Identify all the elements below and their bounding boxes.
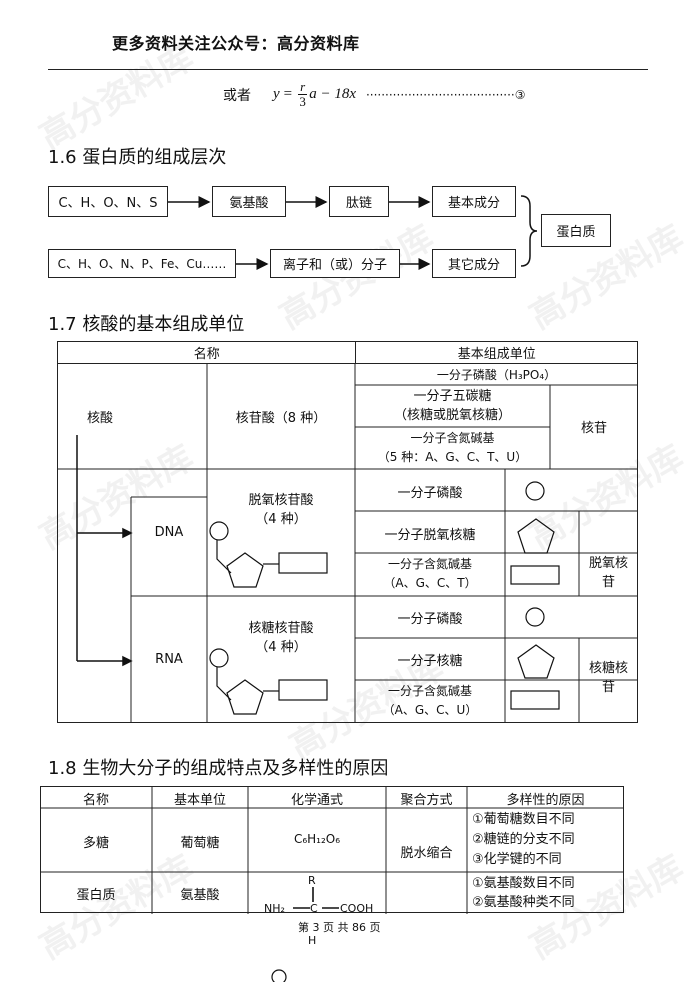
- col-header-formula: 化学通式: [290, 793, 343, 808]
- sugar-reason-1: ①葡萄糖数目不同: [472, 812, 575, 827]
- cell-rna-base-b: （A、G、C、U）: [382, 703, 478, 717]
- aa-formula-cooh: COOH: [340, 902, 374, 915]
- flow-box-ions-molecules: 离子和（或）分子: [270, 249, 400, 278]
- cell-dna-nt-b: （4 种）: [255, 512, 307, 527]
- header-name: 名称: [56, 341, 357, 364]
- nucleic-acid-table: 名称 基本组成单位: [56, 341, 638, 364]
- macromolecule-grid: [40, 786, 624, 914]
- formula-lead: 或者: [223, 87, 251, 104]
- macromolecule-table: 名称 基本单位 化学通式 聚合方式 多样性的原因 多糖 葡萄糖 C₆H₁₂O₆ …: [40, 786, 624, 915]
- cell-rna: RNA: [155, 652, 183, 667]
- col-header-name: 名称: [82, 793, 109, 808]
- cell-base-b: （5 种：A、G、C、T、U）: [377, 450, 528, 464]
- aa-formula-r: R: [308, 874, 316, 887]
- cell-glucose: 葡萄糖: [180, 836, 220, 851]
- cell-pentose-a: 一分子五碳糖: [413, 389, 492, 404]
- cell-pentose: 一分子五碳糖 （核糖或脱氧核糖）: [355, 387, 550, 425]
- formula-denominator: 3: [299, 94, 306, 109]
- cell-ribose: 一分子核糖: [397, 654, 463, 669]
- aa-formula-h: H: [308, 934, 317, 947]
- cell-deoxynucleoside-b: 苷: [601, 575, 615, 590]
- cell-rna-base: 一分子含氮碱基 （A、G、C、U）: [355, 682, 505, 720]
- flow-box-protein: 蛋白质: [541, 214, 611, 247]
- cell-deoxynucleoside-a: 脱氧核: [588, 556, 628, 571]
- section-1-7-title: 1.7 核酸的基本组成单位: [48, 314, 245, 335]
- sugar-reason-3: ③化学键的不同: [472, 852, 562, 867]
- cell-dna-base-b: （A、G、C、T）: [383, 576, 477, 590]
- cell-base: 一分子含氮碱基 （5 种：A、G、C、T、U）: [355, 429, 550, 467]
- flow-box-basic-component: 基本成分: [432, 186, 516, 217]
- cell-nucleoside: 核苷: [580, 421, 607, 436]
- cell-dna-base-a: 一分子含氮碱基: [387, 557, 472, 571]
- page-header-title: 更多资料关注公众号：高分资料库: [112, 34, 360, 53]
- nucleic-acid-body: 核酸 核苷酸（8 种） 一分子磷酸（H₃PO₄） 一分子五碳糖 （核糖或脱氧核糖…: [57, 363, 638, 723]
- cell-dna-nucleotide: 脱氧核苷酸 （4 种）: [207, 491, 355, 529]
- col-header-diversity: 多样性的原因: [506, 793, 585, 808]
- cell-polymerization: 脱水缩合: [400, 846, 453, 861]
- aa-formula-c: C: [310, 902, 318, 915]
- formula-rest: a − 18x: [309, 86, 356, 102]
- flow-box-amino-acid: 氨基酸: [212, 186, 286, 217]
- cell-dna: DNA: [154, 525, 184, 540]
- col-header-polymerization: 聚合方式: [400, 793, 453, 808]
- cell-rna-base-a: 一分子含氮碱基: [387, 684, 472, 698]
- nucleic-acid-grid: [57, 363, 638, 723]
- cell-nucleic-acid: 核酸: [87, 411, 114, 426]
- protein-reason-1: ①氨基酸数目不同: [472, 876, 575, 891]
- formula-numerator: r: [298, 79, 308, 95]
- formula-y: y: [273, 86, 280, 102]
- formula-fraction: r 3: [298, 79, 308, 109]
- cell-nucleotide: 核苷酸（8 种）: [235, 411, 327, 426]
- cell-ribonucleoside: 核糖核 苷: [579, 659, 638, 697]
- sugar-reason-2: ②糖链的分支不同: [472, 832, 575, 847]
- cell-glucose-formula: C₆H₁₂O₆: [293, 832, 341, 846]
- section-1-6-title: 1.6 蛋白质的组成层次: [48, 147, 227, 168]
- cell-base-a: 一分子含氮碱基: [410, 431, 495, 445]
- cell-rna-nt-b: （4 种）: [255, 640, 307, 655]
- page-footer: 第 3 页 共 86 页: [298, 921, 381, 934]
- formula-dots: ·······································③: [365, 87, 526, 102]
- cell-sugar-reasons: ①葡萄糖数目不同 ②糖链的分支不同 ③化学键的不同: [472, 810, 622, 870]
- cell-deoxyribose: 一分子脱氧核糖: [384, 528, 476, 543]
- cell-protein-reasons: ①氨基酸数目不同 ②氨基酸种类不同: [472, 874, 622, 912]
- protein-reason-2: ②氨基酸种类不同: [472, 895, 575, 910]
- cell-ribonucleoside-b: 苷: [601, 680, 615, 695]
- flow-box-peptide: 肽链: [329, 186, 389, 217]
- flow-box-elements-2: C、H、O、N、P、Fe、Cu……: [48, 249, 236, 278]
- header-divider: [48, 69, 648, 70]
- page-marker-circle: [271, 969, 287, 982]
- flow-box-elements-1: C、H、O、N、S: [48, 186, 168, 217]
- col-header-unit: 基本单位: [173, 793, 226, 808]
- cell-phosphate-h3po4: 一分子磷酸（H₃PO₄）: [436, 368, 557, 382]
- cell-amino-acid: 氨基酸: [180, 888, 220, 903]
- formula-eq: =: [283, 86, 293, 102]
- section-1-8-title: 1.8 生物大分子的组成特点及多样性的原因: [48, 758, 389, 779]
- cell-dna-phosphate: 一分子磷酸: [397, 486, 463, 501]
- flow-box-other-component: 其它成分: [432, 249, 516, 278]
- cell-rna-phosphate: 一分子磷酸: [397, 612, 463, 627]
- header-unit: 基本组成单位: [355, 341, 638, 364]
- cell-dna-nt-a: 脱氧核苷酸: [248, 493, 314, 508]
- cell-dna-base: 一分子含氮碱基 （A、G、C、T）: [355, 555, 505, 593]
- aa-formula-nh2: NH₂: [264, 902, 285, 915]
- cell-polysaccharide: 多糖: [82, 836, 109, 851]
- cell-rna-nucleotide: 核糖核苷酸 （4 种）: [207, 619, 355, 657]
- cell-ribonucleoside-a: 核糖核: [588, 661, 628, 676]
- formula-math: y = r 3 a − 18x: [273, 80, 356, 109]
- formula-line: 或者 y = r 3 a − 18x ·····················…: [223, 80, 526, 109]
- cell-protein: 蛋白质: [76, 888, 116, 903]
- cell-deoxynucleoside: 脱氧核 苷: [579, 554, 638, 592]
- cell-pentose-b: （核糖或脱氧核糖）: [393, 408, 511, 423]
- cell-rna-nt-a: 核糖核苷酸: [248, 621, 314, 636]
